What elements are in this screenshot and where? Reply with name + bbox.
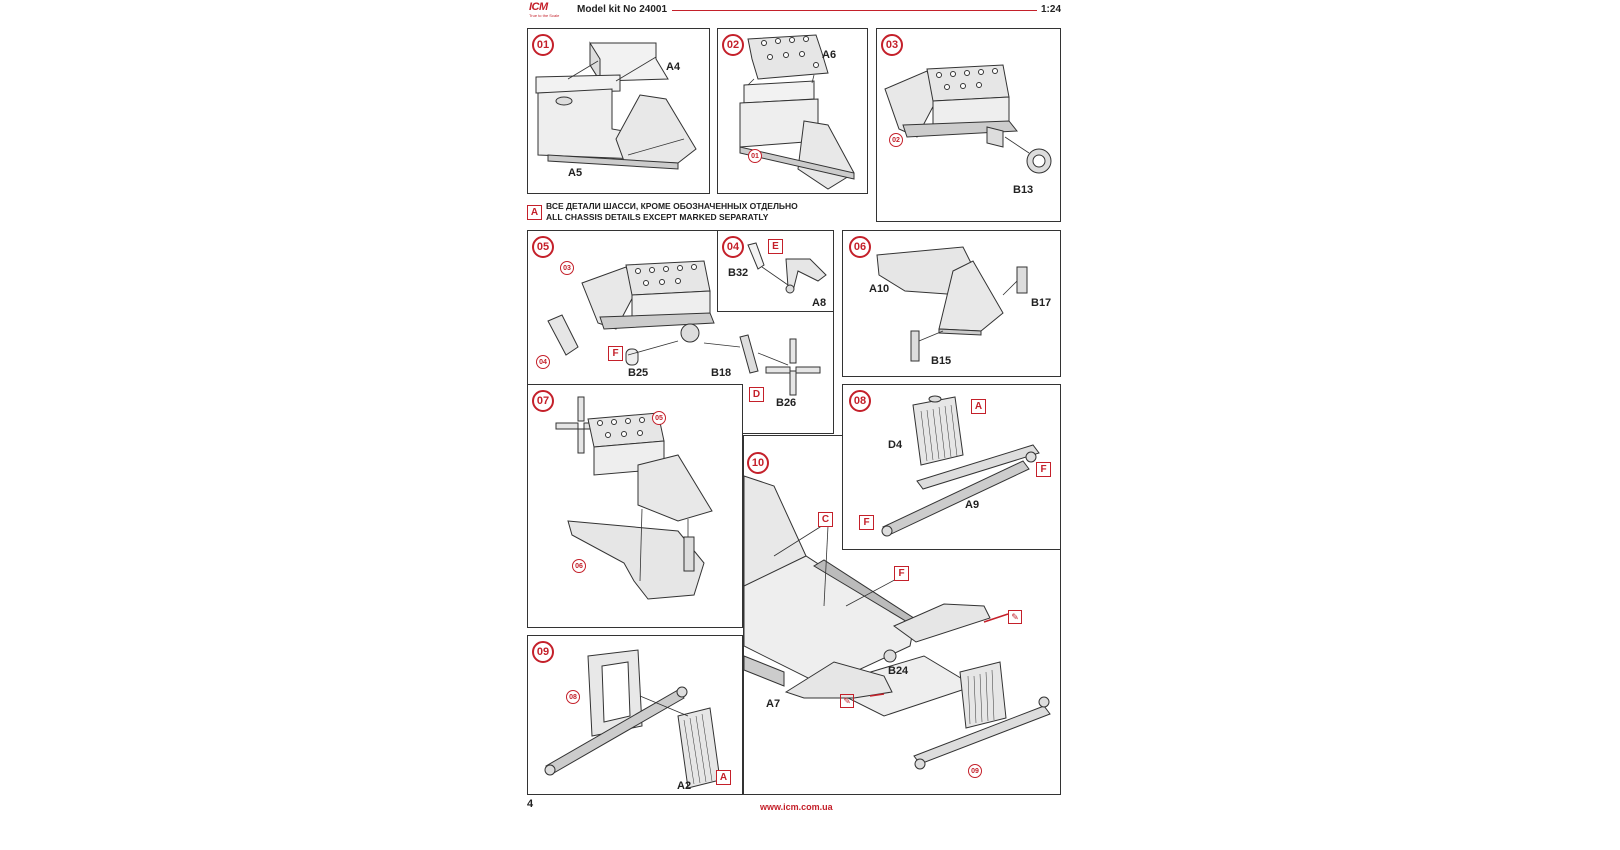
- step-09-panel: 09 08 A A2: [527, 635, 743, 795]
- step-08-illustration: [881, 395, 1040, 537]
- part-label-b17: B17: [1031, 297, 1052, 309]
- step-09-illustration: [544, 649, 721, 789]
- step-04-illustration: [747, 242, 827, 294]
- part-label-a6: A6: [822, 49, 837, 61]
- step-10-illustration: [743, 475, 1051, 770]
- part-label-a10: A10: [869, 283, 890, 295]
- part-label-d4: D4: [888, 439, 903, 451]
- model-kit-number: Model kit No 24001: [577, 4, 668, 15]
- part-label-a5: A5: [568, 167, 583, 179]
- step-number-badge: 05: [532, 236, 554, 258]
- sprue-letter-badge: F: [1036, 462, 1051, 477]
- step-03-panel: 03 02 B13: [876, 28, 1061, 222]
- step-number-badge: 09: [532, 641, 554, 663]
- sprue-letter-badge: F: [894, 566, 909, 581]
- step-08-panel: 08 A D4 F A9 F: [842, 384, 1061, 550]
- part-label-b32: B32: [728, 267, 749, 279]
- part-label-b18: B18: [711, 367, 732, 379]
- part-label-a8: A8: [812, 297, 827, 309]
- note-line-en: ALL CHASSIS DETAILS EXCEPT MARKED SEPARA…: [546, 212, 769, 222]
- step-ref-badge: 09: [968, 764, 982, 778]
- step-01-illustration: [535, 41, 697, 170]
- step-number-badge: 03: [881, 34, 903, 56]
- header-rule: [672, 10, 1037, 11]
- step-01-panel: 01 A4 A5: [527, 28, 710, 194]
- logo-tagline: True to the Scale: [529, 13, 560, 18]
- part-label-a7: A7: [766, 698, 781, 710]
- step-number-badge: 10: [747, 452, 769, 474]
- sprue-letter-badge: F: [859, 515, 874, 530]
- step-04-panel: 04 E B32 A8: [717, 230, 834, 312]
- sprue-letter-badge: A: [971, 399, 986, 414]
- part-label-a2: A2: [677, 780, 692, 792]
- step-05-illustration: [547, 260, 821, 396]
- step-ref-badge: 05: [652, 411, 666, 425]
- step-06-panel: 06 A10 B17 B15: [842, 230, 1061, 377]
- sprue-letter-badge: E: [768, 239, 783, 254]
- sprue-letter-badge: A: [527, 205, 542, 220]
- step-ref-badge: 01: [748, 149, 762, 163]
- step-ref-badge: 08: [566, 690, 580, 704]
- sprue-letter-badge: D: [749, 387, 764, 402]
- step-ref-badge: 03: [560, 261, 574, 275]
- step-number-badge: 04: [722, 236, 744, 258]
- part-label-b25: B25: [628, 367, 649, 379]
- part-label-b26: B26: [776, 397, 797, 409]
- step-07-panel: 07 05 06: [527, 384, 743, 628]
- sprue-letter-badge: A: [716, 770, 731, 785]
- part-label-a4: A4: [666, 61, 681, 73]
- icm-logo: ICM True to the Scale: [527, 0, 567, 20]
- part-label-a9: A9: [965, 499, 980, 511]
- step-02-panel: 02 A6 01: [717, 28, 868, 194]
- step-06-illustration: [876, 246, 1028, 362]
- note-line-ru: ВСЕ ДЕТАЛИ ШАССИ, КРОМЕ ОБОЗНАЧЕННЫХ ОТД…: [546, 201, 798, 211]
- scale-label: 1:24: [1041, 4, 1062, 15]
- sprue-letter-badge: F: [608, 346, 623, 361]
- part-label-b13: B13: [1013, 184, 1034, 196]
- step-ref-badge: 02: [889, 133, 903, 147]
- chassis-note: A ВСЕ ДЕТАЛИ ШАССИ, КРОМЕ ОБОЗНАЧЕННЫХ О…: [527, 200, 857, 224]
- step-number-badge: 08: [849, 390, 871, 412]
- step-ref-badge: 04: [536, 355, 550, 369]
- logo-text: ICM: [529, 1, 548, 13]
- part-label-b15: B15: [931, 355, 952, 367]
- header: ICM True to the Scale Model kit No 24001…: [527, 0, 1061, 20]
- page-number: 4: [527, 798, 534, 810]
- footer-url[interactable]: www.icm.com.ua: [760, 802, 833, 812]
- step-03-illustration: [884, 64, 1052, 174]
- step-number-badge: 07: [532, 390, 554, 412]
- step-number-badge: 02: [722, 34, 744, 56]
- step-ref-badge: 06: [572, 559, 586, 573]
- step-07-illustration: [555, 396, 713, 600]
- part-label-b24: B24: [888, 665, 909, 677]
- glue-icon: ✎: [840, 694, 854, 708]
- step-number-badge: 06: [849, 236, 871, 258]
- step-number-badge: 01: [532, 34, 554, 56]
- glue-icon: ✎: [1008, 610, 1022, 624]
- step-02-illustration: [739, 34, 855, 190]
- sprue-letter-badge: C: [818, 512, 833, 527]
